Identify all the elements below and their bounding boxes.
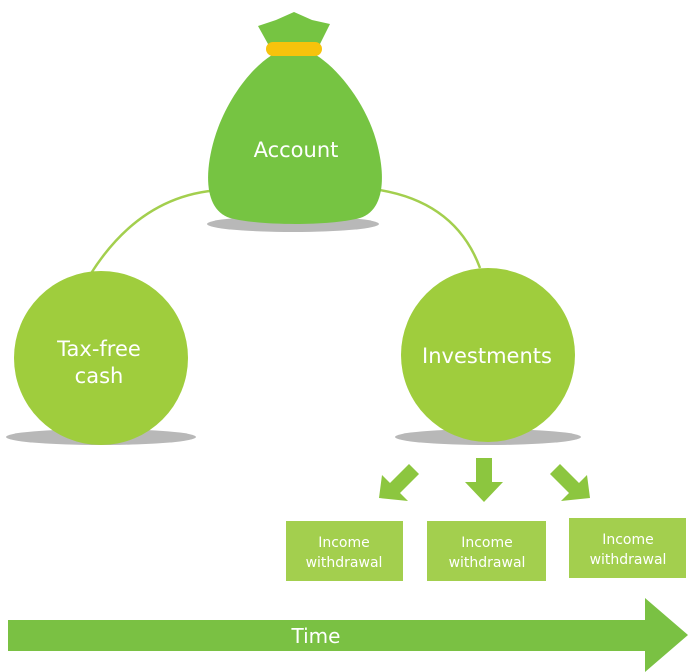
tax-free-label-line2: cash [75,364,124,388]
withdrawal-box-3 [569,518,686,578]
time-label: Time [291,624,341,648]
withdrawal-box-1 [286,521,403,581]
arrow-down-right-icon [550,464,590,501]
tax-free-label-line1: Tax-free [56,337,141,361]
withdrawal-2-line2: withdrawal [449,555,526,571]
arrow-down-icon [465,458,503,502]
investments-label: Investments [422,344,552,368]
investments-circle [401,268,575,442]
arrow-down-left-icon [379,464,419,501]
withdrawal-3-line2: withdrawal [590,552,667,568]
tax-free-circle [14,271,188,445]
money-bag-icon [208,55,382,224]
connector-line [88,187,482,276]
withdrawal-2-line1: Income [461,535,513,551]
bag-neck-icon [258,12,330,44]
account-label: Account [254,138,339,162]
time-arrow [8,598,688,672]
withdrawal-1-line2: withdrawal [306,555,383,571]
withdrawal-3-line1: Income [602,532,654,548]
withdrawal-box-2 [427,521,546,581]
withdrawal-1-line1: Income [318,535,370,551]
bag-tie-icon [266,42,322,56]
